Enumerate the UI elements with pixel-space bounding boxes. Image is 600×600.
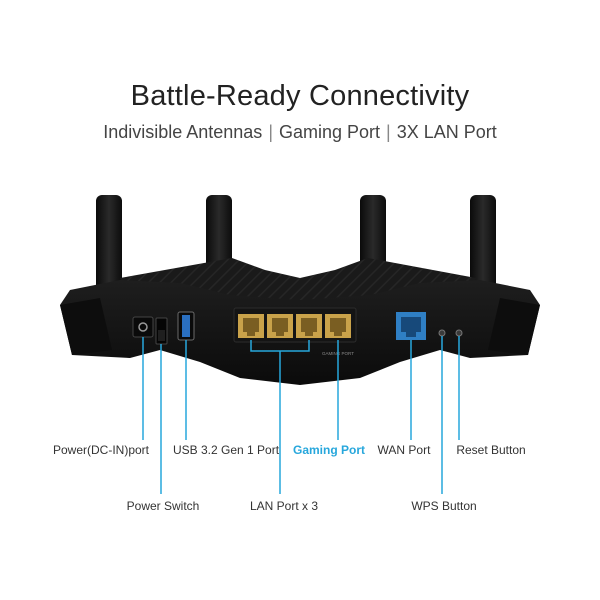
label-usb: USB 3.2 Gen 1 Port <box>172 443 280 457</box>
wan-port <box>396 312 426 340</box>
wps-button <box>438 329 446 337</box>
subheadline: Indivisible Antennas|Gaming Port|3X LAN … <box>0 122 600 143</box>
router-left-fin <box>60 298 112 355</box>
subheadline-separator: | <box>268 122 273 142</box>
label-wps-button: WPS Button <box>411 499 477 513</box>
lan-port-2 <box>267 314 293 338</box>
label-gaming-port: Gaming Port <box>292 443 366 457</box>
label-lan-ports: LAN Port x 3 <box>249 499 319 513</box>
power-dc-in-socket <box>138 322 148 332</box>
label-reset-button: Reset Button <box>456 443 526 457</box>
power-switch-rocker <box>158 330 165 341</box>
subheadline-separator: | <box>386 122 391 142</box>
subheadline-lan-ports: 3X LAN Port <box>396 122 497 142</box>
reset-button <box>455 329 463 337</box>
label-wan-port: WAN Port <box>377 443 431 457</box>
subheadline-antennas: Indivisible Antennas <box>103 122 263 142</box>
lan-port-1 <box>238 314 264 338</box>
router-top-cover <box>120 258 476 300</box>
subheadline-gaming-port: Gaming Port <box>279 122 381 142</box>
usb-port-tongue <box>182 315 190 337</box>
label-power-dc-in: Power(DC-IN)port <box>52 443 150 457</box>
power-dc-in-port <box>132 316 154 338</box>
label-power-switch: Power Switch <box>126 499 200 513</box>
lan-port-3 <box>296 314 322 338</box>
headline: Battle-Ready Connectivity <box>130 80 470 112</box>
router-right-fin <box>488 298 540 355</box>
callout-lines <box>142 336 460 494</box>
gaming-port <box>325 314 351 338</box>
